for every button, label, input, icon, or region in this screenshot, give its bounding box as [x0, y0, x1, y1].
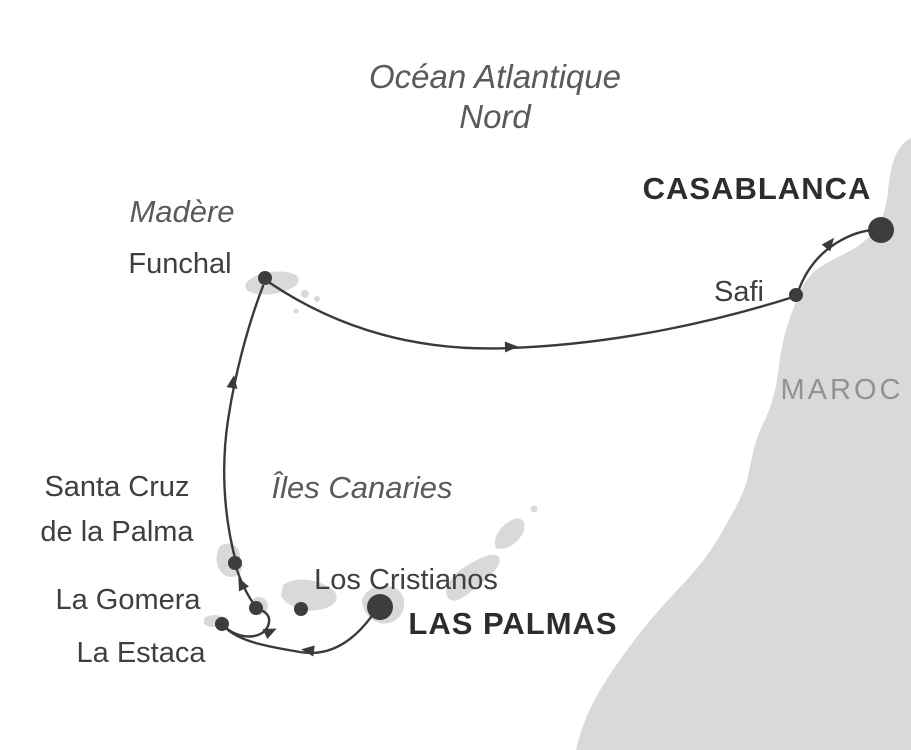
route-arrow-to-santa-cruz	[238, 577, 249, 592]
port-dot-la-gomera	[249, 601, 263, 615]
route-funchal-safi	[268, 281, 792, 350]
land-morocco	[576, 138, 911, 750]
islet-madeira-3	[293, 308, 299, 314]
port-label-los-cristianos: Los Cristianos	[314, 564, 498, 596]
port-dot-safi	[789, 288, 803, 302]
route-las-palmas-la-estaca	[224, 605, 380, 655]
port-label-la-estaca: La Estaca	[77, 637, 207, 669]
port-dot-casablanca	[868, 217, 894, 243]
canaries-label: Îles Canaries	[272, 470, 453, 505]
island-fuerteventura	[446, 554, 500, 601]
landmasses	[204, 138, 911, 750]
route-arrow-to-casablanca	[821, 237, 835, 252]
route-safi-casablanca	[796, 228, 878, 294]
port-label-casablanca: CASABLANCA	[643, 171, 872, 206]
islet-canaries	[530, 505, 538, 513]
port-label-santa-cruz-line2: de la Palma	[40, 516, 194, 548]
port-dot-santa-cruz	[228, 556, 242, 570]
port-dot-funchal	[258, 271, 272, 285]
maroc-label: MAROC	[781, 374, 904, 406]
port-label-santa-cruz-line1: Santa Cruz	[44, 471, 189, 503]
ocean-label-line1: Océan Atlantique	[369, 58, 621, 95]
port-dot-las-palmas	[367, 594, 393, 620]
route-santa-cruz-funchal	[222, 284, 265, 564]
route-arrow-loop	[262, 628, 277, 639]
route-la-estaca-la-gomera	[222, 607, 271, 638]
region-labels: Océan Atlantique Nord Madère Îles Canari…	[129, 58, 904, 505]
port-dot-los-cristianos	[294, 602, 308, 616]
madeira-label: Madère	[129, 194, 234, 229]
route-arrow-to-funchal	[226, 375, 238, 389]
cruise-route	[222, 228, 878, 657]
port-dot-la-estaca	[215, 617, 229, 631]
port-labels: Funchal CASABLANCA Safi Santa Cruz de la…	[40, 171, 872, 669]
port-label-las-palmas: LAS PALMAS	[408, 606, 617, 641]
port-label-funchal: Funchal	[128, 248, 231, 280]
port-label-safi: Safi	[714, 276, 764, 308]
port-dots	[215, 217, 894, 631]
island-tenerife	[281, 579, 337, 611]
port-label-la-gomera: La Gomera	[55, 584, 201, 616]
island-lanzarote	[494, 518, 525, 549]
route-arrow-west	[301, 645, 315, 657]
islet-madeira-2	[314, 296, 320, 302]
route-arrow-to-safi	[504, 341, 518, 353]
islet-madeira-1	[301, 290, 309, 298]
ocean-label-line2: Nord	[459, 98, 532, 135]
